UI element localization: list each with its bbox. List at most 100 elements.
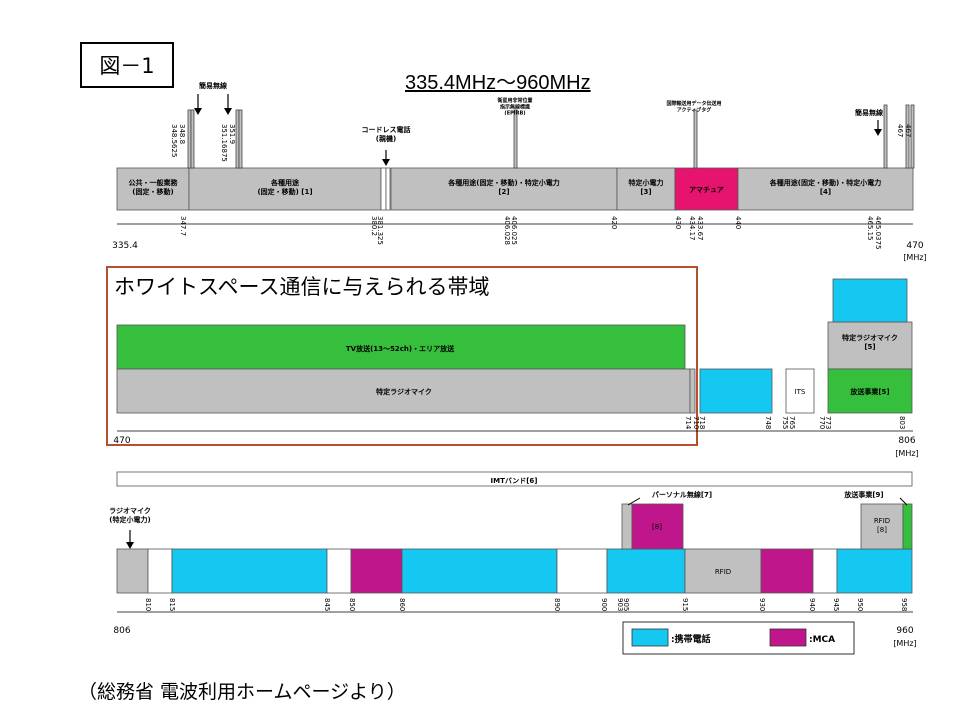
band3-personal-label: [8] [652, 523, 662, 531]
band1-spike-0 [187, 109, 192, 169]
band1-annot-epirb: 衛星用非常位置指示無線標識(EPIRB) [496, 97, 532, 117]
band3-arrow-broadcast9 [899, 497, 908, 506]
band3-tick-14: 958 [900, 598, 908, 611]
band1-spike-label-5: 467 [904, 124, 912, 137]
band3-segment-2 [171, 548, 328, 594]
band3-tick-0: 810 [144, 598, 152, 611]
band3-tick-9: 915 [681, 598, 689, 611]
band2-guard-col [689, 368, 696, 414]
band3-segment-0 [116, 548, 149, 594]
white-space-highlight-box [106, 266, 698, 446]
figure-label: 図－1 [80, 42, 174, 88]
band1-arrow-cordless-head [382, 159, 390, 166]
band3-rfid-label: RFID [715, 568, 731, 576]
band2-radio-mic5-label: 特定ラジオマイク[5] [842, 333, 898, 351]
band2-top-cyan-block [832, 278, 908, 323]
band2-tick-7: 773 [824, 416, 832, 429]
band1-spike-label-2: 351.16875 [220, 124, 228, 162]
band1-arrow-1a-head [194, 108, 202, 115]
band2-broadcast5-block [827, 368, 913, 414]
band1-spike-3 [238, 109, 243, 169]
legend-label-mobile: :携帯電話 [671, 633, 711, 645]
band1-tick-9: 440 [734, 216, 742, 229]
band1-spike-label-1: 348.8 [178, 124, 186, 144]
band3-tick-6: 900 [600, 598, 608, 611]
band1-block-label-4: アマチュア [689, 186, 724, 194]
band2-tick-6: 770 [818, 416, 826, 429]
band1-tick-0: 347.7 [179, 216, 187, 236]
band1-spike-6 [883, 104, 888, 169]
band1-spike-5 [693, 109, 698, 169]
band1-block-label-3: 特定小電力[3] [629, 178, 664, 196]
band2-tick-0: 714 [684, 416, 692, 430]
band1-tick-5: 420 [610, 216, 618, 229]
band2-cyan-block [699, 368, 773, 414]
band2-tick-3: 748 [764, 416, 772, 429]
band3-tick-2: 845 [323, 598, 331, 611]
band1-tick-3: 406.028 [503, 216, 511, 245]
band1-annot-active-tag: 国際輸送用データ伝送用アクティブタグ [666, 100, 721, 113]
band3-segment-9 [760, 548, 814, 594]
band1-tick-1: 380.2 [370, 216, 378, 236]
band3-end-label: 960 [896, 626, 913, 636]
band2-its-block [785, 368, 815, 414]
band1-spike-label-0: 348.5625 [170, 124, 178, 157]
band3-segment-3 [326, 548, 352, 594]
band1-tick-2: 381.325 [376, 216, 384, 245]
band1-end-label: 470 [906, 241, 923, 251]
band1-tick-8: 433.67 [696, 216, 704, 241]
band3-segment-10 [812, 548, 838, 594]
band2-tick-2: 718 [698, 416, 706, 429]
band3-segment-7 [606, 548, 686, 594]
band3-tick-11: 940 [808, 598, 816, 611]
band3-tick-13: 950 [856, 598, 864, 611]
band1-block-2 [390, 167, 618, 211]
band2-its-label: ITS [795, 388, 806, 396]
band1-arrow-2-head [874, 129, 882, 136]
band3-segment-1 [147, 548, 173, 594]
band3-tick-7: 903 [616, 598, 624, 611]
band1-spike-1 [190, 109, 195, 169]
band1-unit: [MHz] [903, 253, 926, 262]
band2-start-label: 470 [113, 436, 130, 446]
band3-annot-radio-mic: ラジオマイク(特定小電力) [109, 506, 151, 524]
band1-spike-8 [910, 104, 915, 169]
band1-block-5 [737, 167, 914, 211]
white-space-title: ホワイトスペース通信に与えられる帯域 [114, 275, 490, 299]
imt-band-bar [116, 471, 913, 487]
legend-swatch-mobile [631, 628, 669, 647]
band1-annot-simple-radio-1: 簡易無線 [198, 81, 227, 90]
band3-tick-1: 815 [168, 598, 176, 611]
band3-arrow-radio-mic-head [126, 542, 134, 549]
band2-broadcast5-label: 放送事業[5] [849, 387, 889, 396]
band1-spike-label-4: 467 [896, 124, 904, 137]
band3-tick-5: 890 [553, 598, 561, 611]
band3-arrow-personal [627, 497, 641, 506]
band3-tick-8: 905 [622, 598, 630, 611]
band3-unit: [MHz] [893, 639, 916, 648]
band3-broadcast9-block [902, 503, 913, 550]
source-note: （総務省 電波利用ホームページより） [78, 681, 406, 703]
band3-personal-gray [621, 503, 633, 550]
band1-cordless-col-b [385, 167, 391, 211]
band1-annot-cordless: コードレス電話(親機) [362, 125, 411, 143]
band1-start-label: 335.4 [112, 241, 138, 251]
band1-annot-simple-radio-2: 簡易無線 [854, 108, 883, 117]
band3-segment-11 [836, 548, 913, 594]
chart-title: 335.4MHz～960MHz [405, 72, 591, 94]
band3-segment-4 [350, 548, 403, 594]
band1-block-label-5: 各種用途(固定・移動)・特定小電力[4] [769, 178, 881, 196]
band3-tick-12: 945 [832, 598, 840, 611]
band3-tick-10: 930 [758, 598, 766, 611]
band3-segment-6 [556, 548, 608, 594]
band1-arrow-1b-head [224, 108, 232, 115]
band3-personal-mca [631, 503, 684, 550]
band2-radio-mic-label: 特定ラジオマイク [376, 387, 432, 396]
band2-tick-4: 755 [781, 416, 789, 429]
band1-block-0 [116, 167, 190, 211]
legend-swatch-mca [769, 628, 807, 647]
band2-tick-8: 803 [898, 416, 906, 429]
legend-label-mca: :MCA [809, 635, 835, 645]
band1-tick-6: 430 [674, 216, 682, 229]
